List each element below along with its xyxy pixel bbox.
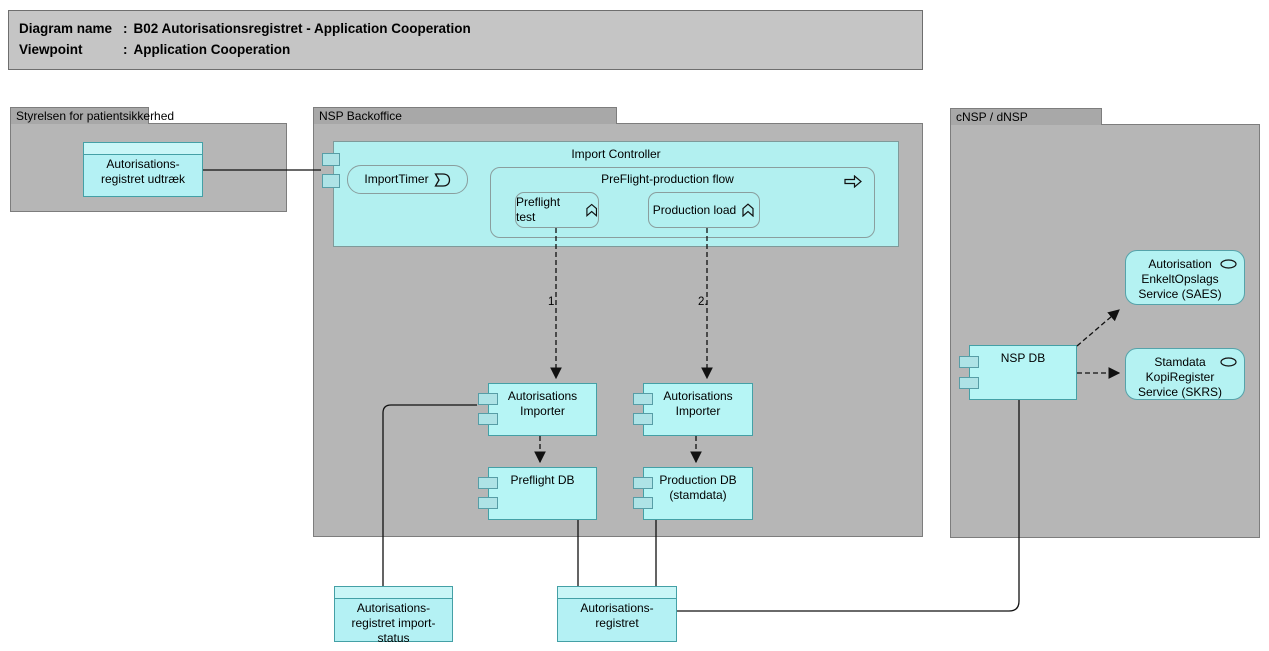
node-nsp-db[interactable]: NSP DB xyxy=(959,345,1077,400)
process-arrow-icon xyxy=(844,175,862,188)
node-label: ImportTimer xyxy=(364,172,429,186)
viewpoint-value: Application Cooperation xyxy=(133,42,291,57)
component-port xyxy=(478,413,498,425)
group-tab-cnsp-dnsp[interactable]: cNSP / dNSP xyxy=(950,108,1102,125)
node-autorisationsregistret-udtraek[interactable]: Autorisations- registret udtræk xyxy=(83,142,203,197)
node-autorisations-importer-right[interactable]: Autorisations Importer xyxy=(633,383,753,436)
node-production-load[interactable]: Production load xyxy=(648,192,760,228)
viewpoint-label: Viewpoint xyxy=(19,42,83,57)
group-label: Styrelsen for patientsikkerhed xyxy=(16,109,175,123)
node-label: Autorisations Importer xyxy=(507,389,578,418)
node-label: Stamdata KopiRegister Service (SKRS) xyxy=(1137,355,1223,399)
group-label: cNSP / dNSP xyxy=(956,110,1028,124)
node-label: PreFlight-production flow xyxy=(601,172,734,186)
event-icon xyxy=(433,172,450,187)
node-label: Autorisations- registret xyxy=(580,601,654,630)
component-port xyxy=(959,356,979,368)
node-skrs-service[interactable]: Stamdata KopiRegister Service (SKRS) xyxy=(1125,348,1245,400)
component-port xyxy=(322,153,340,166)
component-port xyxy=(633,413,653,425)
node-label: Import Controller xyxy=(571,147,661,161)
node-saes-service[interactable]: Autorisation EnkeltOpslags Service (SAES… xyxy=(1125,250,1245,305)
node-label: NSP DB xyxy=(1000,351,1046,365)
node-autorisationsregistret-import-status[interactable]: Autorisations- registret import- status xyxy=(334,586,453,645)
node-label: Autorisations Importer xyxy=(663,389,733,418)
data-object-strip xyxy=(558,587,676,599)
component-port xyxy=(322,174,340,188)
node-label: Preflight DB xyxy=(510,473,575,487)
group-tab-nsp-backoffice[interactable]: NSP Backoffice xyxy=(313,107,617,124)
group-tab-styrelsen[interactable]: Styrelsen for patientsikkerhed xyxy=(10,107,174,124)
component-port xyxy=(633,477,653,489)
node-production-db[interactable]: Production DB (stamdata) xyxy=(633,467,753,520)
separator: : xyxy=(123,42,128,57)
node-label: Preflight test xyxy=(516,195,561,224)
service-oval-icon xyxy=(1220,259,1237,269)
viewpoint-row: Viewpoint: Application Cooperation xyxy=(19,39,922,60)
separator: : xyxy=(123,21,128,36)
node-preflight-db[interactable]: Preflight DB xyxy=(478,467,597,520)
data-object-strip xyxy=(335,587,452,599)
service-oval-icon xyxy=(1220,357,1237,367)
component-port xyxy=(959,377,979,389)
component-port xyxy=(478,477,498,489)
flow-step-label-2: 2. xyxy=(698,296,708,308)
component-port xyxy=(478,393,498,405)
component-port xyxy=(478,497,498,509)
diagram-name-value: B02 Autorisationsregistret - Application… xyxy=(133,21,471,36)
flow-step-label-1: 1. xyxy=(548,296,558,308)
node-label: Autorisations- registret import- status xyxy=(351,601,436,645)
group-label: NSP Backoffice xyxy=(319,109,402,123)
node-autorisations-importer-left[interactable]: Autorisations Importer xyxy=(478,383,597,436)
node-import-timer[interactable]: ImportTimer xyxy=(347,165,468,194)
group-body-cnsp-dnsp[interactable] xyxy=(950,124,1260,538)
component-port xyxy=(633,393,653,405)
diagram-name-label: Diagram name xyxy=(19,21,113,36)
function-icon xyxy=(742,203,754,217)
diagram-name-row: Diagram name: B02 Autorisationsregistret … xyxy=(19,18,922,39)
diagram-title-panel: Diagram name: B02 Autorisationsregistret … xyxy=(8,10,923,70)
data-object-strip xyxy=(84,143,202,155)
function-icon xyxy=(585,203,597,217)
node-autorisationsregistret[interactable]: Autorisations- registret xyxy=(557,586,677,642)
node-label: Autorisations- registret udtræk xyxy=(100,157,186,186)
component-port xyxy=(633,497,653,509)
node-label: Production load xyxy=(652,202,737,217)
node-label: Production DB (stamdata) xyxy=(659,473,737,502)
node-preflight-test[interactable]: Preflight test xyxy=(515,192,599,228)
node-label: Autorisation EnkeltOpslags Service (SAES… xyxy=(1138,257,1222,301)
